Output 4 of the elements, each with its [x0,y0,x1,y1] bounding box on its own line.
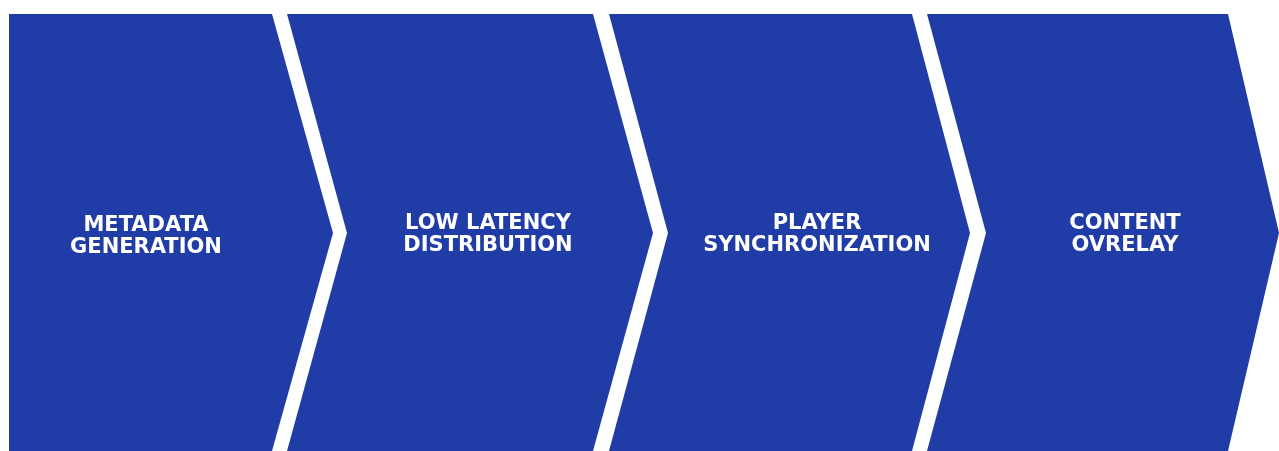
step-label: LOW LATENCY DISTRIBUTION [402,211,574,255]
step-label: METADATA GENERATION [69,213,223,257]
step-label: PLAYER SYNCHRONIZATION [702,211,932,255]
step-label: CONTENT OVRELAY [1068,211,1182,255]
